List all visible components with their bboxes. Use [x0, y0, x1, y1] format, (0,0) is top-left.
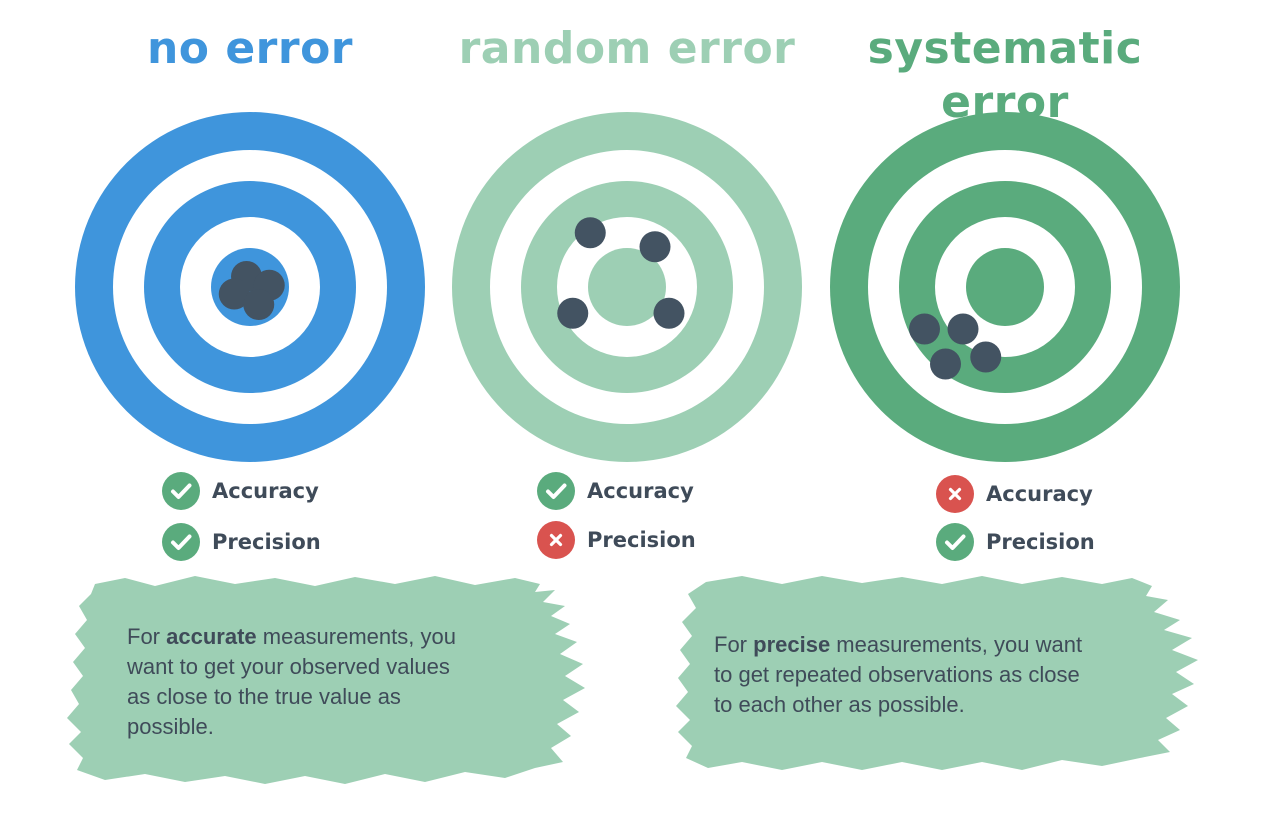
status-label-precision: Precision — [986, 530, 1095, 554]
emphasis-word: accurate — [166, 624, 257, 649]
panel-title: random error — [458, 23, 796, 74]
status-label-precision: Precision — [212, 530, 321, 554]
status-label-accuracy: Accuracy — [986, 482, 1093, 506]
panel-systematic-error: systematic error Accuracy Precision — [805, 0, 1205, 570]
status-accuracy: Accuracy — [936, 475, 1093, 513]
target-ring — [588, 248, 666, 326]
status-precision: Precision — [162, 523, 321, 561]
shot-marker — [653, 297, 685, 329]
target-systematic-error — [830, 112, 1180, 462]
target-svg — [75, 112, 425, 462]
status-precision: Precision — [936, 523, 1095, 561]
shot-marker — [970, 341, 1002, 373]
status-precision: Precision — [537, 521, 696, 559]
shot-marker — [218, 278, 250, 310]
shot-marker — [930, 348, 961, 380]
check-icon — [537, 472, 575, 510]
target-svg — [452, 112, 802, 462]
shot-marker — [947, 313, 979, 345]
target-random-error — [452, 112, 802, 462]
cross-icon — [936, 475, 974, 513]
status-accuracy: Accuracy — [537, 472, 694, 510]
brush-stroke-background — [676, 576, 1198, 770]
panel-title: no error — [146, 23, 354, 74]
note-accuracy: For accurate measurements, you want to g… — [65, 572, 595, 792]
panel-random-error: random error Accuracy Precision — [427, 0, 827, 570]
check-icon — [162, 472, 200, 510]
emphasis-word: precise — [753, 632, 831, 657]
shot-marker — [909, 313, 940, 345]
note-text: For precise measurements, you want to ge… — [714, 632, 1083, 717]
shot-marker — [574, 217, 606, 249]
status-label-precision: Precision — [587, 528, 696, 552]
shot-marker — [557, 297, 589, 329]
target-no-error — [75, 112, 425, 462]
status-label-accuracy: Accuracy — [587, 479, 694, 503]
panel-no-error: no error Accuracy Precision — [50, 0, 450, 570]
check-icon — [162, 523, 200, 561]
note-text: For accurate measurements, you want to g… — [127, 624, 456, 739]
target-ring — [966, 248, 1044, 326]
status-accuracy: Accuracy — [162, 472, 319, 510]
note-precision: For precise measurements, you want to ge… — [672, 572, 1202, 792]
panel-title: systematic error — [867, 23, 1143, 128]
brush-stroke-background — [67, 576, 585, 784]
status-label-accuracy: Accuracy — [212, 479, 319, 503]
cross-icon — [537, 521, 575, 559]
shot-marker — [639, 231, 671, 263]
target-svg — [830, 112, 1180, 462]
shot-marker — [243, 289, 275, 320]
check-icon — [936, 523, 974, 561]
